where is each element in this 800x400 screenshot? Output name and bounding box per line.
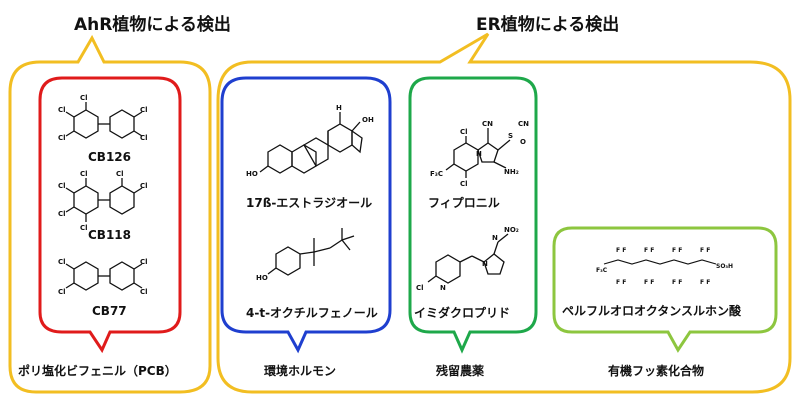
ahr-heading: AhR植物による検出 <box>74 15 231 35</box>
pesticide-category-label: 残留農薬 <box>436 364 485 378</box>
svg-text:H: H <box>336 104 342 112</box>
pfos-label: ペルフルオロオクタンスルホン酸 <box>562 304 742 318</box>
hormone-category-label: 環境ホルモン <box>264 364 337 378</box>
svg-text:Cl: Cl <box>116 170 124 178</box>
estradiol-atoms: OH HO H <box>246 104 374 178</box>
svg-text:CN: CN <box>518 120 529 128</box>
svg-text:N: N <box>482 260 488 268</box>
svg-text:F₃C: F₃C <box>430 170 443 178</box>
svg-text:F F: F F <box>672 247 682 254</box>
svg-text:F F: F F <box>616 247 626 254</box>
svg-text:Cl: Cl <box>80 224 88 232</box>
svg-text:F F: F F <box>616 279 626 286</box>
svg-text:Cl: Cl <box>58 288 66 296</box>
svg-text:Cl: Cl <box>460 180 468 188</box>
svg-text:F F: F F <box>644 247 654 254</box>
svg-text:Cl: Cl <box>140 106 148 114</box>
svg-text:NH₂: NH₂ <box>504 168 519 176</box>
svg-text:SO₃H: SO₃H <box>716 263 733 270</box>
svg-text:Cl: Cl <box>140 182 148 190</box>
cb118-label: CB118 <box>88 228 132 242</box>
cb126-structure <box>65 102 143 139</box>
svg-text:S: S <box>508 132 513 140</box>
svg-text:F₃C: F₃C <box>596 267 608 274</box>
svg-text:CN: CN <box>482 120 493 128</box>
svg-text:Cl: Cl <box>140 258 148 266</box>
svg-text:Cl: Cl <box>140 134 148 142</box>
cb126-label: CB126 <box>88 150 132 164</box>
svg-text:F F: F F <box>700 279 710 286</box>
svg-text:NO₂: NO₂ <box>504 226 519 234</box>
svg-text:Cl: Cl <box>140 288 148 296</box>
octylphenol-label: 4-t-オクチルフェノール <box>246 306 378 320</box>
svg-text:Cl: Cl <box>58 258 66 266</box>
fipronil-label: フィプロニル <box>428 196 500 210</box>
svg-text:HO: HO <box>246 170 258 178</box>
cb77-label: CB77 <box>92 304 127 318</box>
svg-text:F F: F F <box>672 279 682 286</box>
svg-text:Cl: Cl <box>58 106 66 114</box>
estradiol-label: 17ß-エストラジオール <box>246 196 373 210</box>
svg-text:F F: F F <box>700 247 710 254</box>
svg-text:Cl: Cl <box>80 94 88 102</box>
pfc-bubble <box>552 226 778 353</box>
er-outer-bubble <box>216 32 792 394</box>
svg-text:Cl: Cl <box>416 284 424 292</box>
imidacloprid-atoms: NO₂ N N N Cl <box>416 226 519 292</box>
hormone-bubble <box>220 76 392 354</box>
octylphenol-atoms: HO <box>256 274 268 282</box>
svg-text:N: N <box>440 284 446 292</box>
pfos-atoms: F₃C F F F F F F F F F F F F F F F F SO₃H <box>596 247 733 286</box>
octylphenol-structure <box>267 228 355 276</box>
cb77-structure <box>65 261 143 291</box>
pfc-category-label: 有機フッ素化合物 <box>608 364 705 378</box>
er-heading: ER植物による検出 <box>476 15 620 35</box>
pesticide-bubble <box>408 76 538 354</box>
pcb-category-label: ポリ塩化ビフェニル（PCB） <box>18 364 177 378</box>
svg-text:Cl: Cl <box>460 128 468 136</box>
estradiol-structure <box>259 112 363 174</box>
svg-text:N: N <box>476 150 482 158</box>
svg-text:Cl: Cl <box>80 170 88 178</box>
svg-text:HO: HO <box>256 274 268 282</box>
cb118-structure <box>65 178 143 222</box>
ahr-outer-bubble <box>8 34 212 394</box>
svg-text:Cl: Cl <box>58 210 66 218</box>
imidacloprid-label: イミダクロプリド <box>414 306 511 320</box>
svg-text:OH: OH <box>362 116 374 124</box>
imidacloprid-structure <box>427 233 509 284</box>
fipronil-structure <box>445 128 511 178</box>
pcb-bubble <box>38 76 182 354</box>
svg-text:N: N <box>492 234 498 242</box>
svg-text:O: O <box>520 138 526 146</box>
pfos-structure <box>603 259 717 265</box>
svg-text:Cl: Cl <box>58 134 66 142</box>
svg-text:Cl: Cl <box>58 182 66 190</box>
svg-text:F F: F F <box>644 279 654 286</box>
